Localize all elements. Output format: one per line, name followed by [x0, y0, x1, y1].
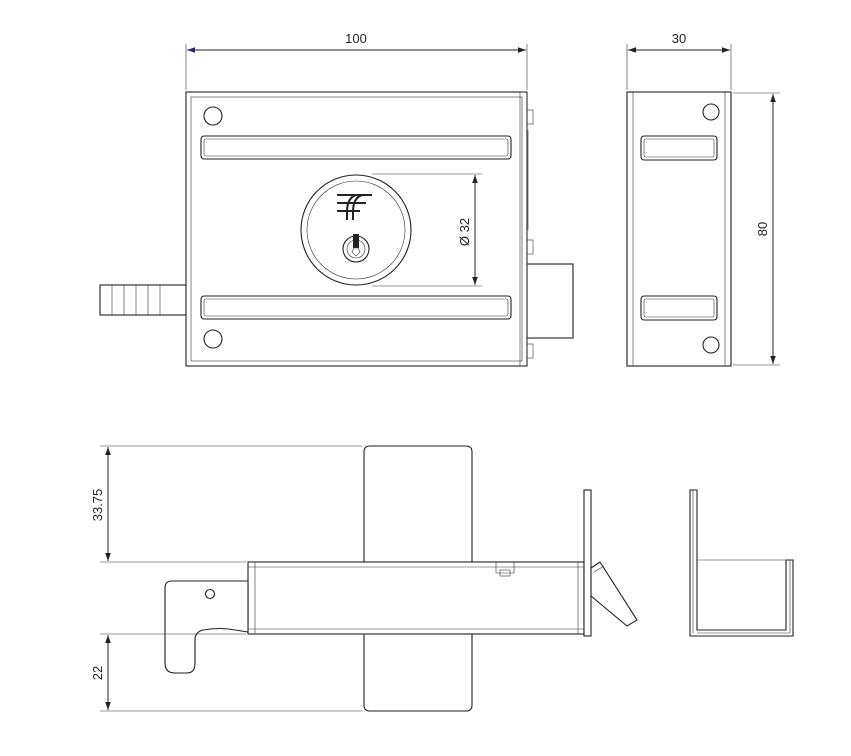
side-height-label: 80	[755, 222, 770, 236]
mounting-plate-edge	[583, 489, 592, 637]
side-screw-hole-bottom	[702, 336, 720, 354]
upper-projection-label: 33.75	[90, 489, 105, 522]
hook-latch	[164, 580, 249, 674]
top-slot	[200, 135, 512, 160]
angled-latch	[590, 561, 638, 627]
keeper-view	[689, 489, 794, 637]
lock-body-section	[247, 561, 585, 635]
side-width-label: 30	[672, 31, 686, 46]
side-slot-bottom	[640, 295, 718, 321]
front-width-dimension: 100	[185, 31, 528, 90]
hook-hole	[204, 588, 216, 600]
brand-logo-icon	[337, 194, 372, 220]
lower-projection-label: 22	[90, 666, 105, 680]
lower-projection-dimension: 22	[90, 633, 362, 712]
screw-hole-top	[203, 106, 223, 126]
side-plate	[626, 91, 732, 367]
side-slot-top	[640, 135, 718, 161]
bolt-stub	[99, 284, 187, 316]
side-view: 30 80	[626, 31, 780, 367]
front-view: 100	[99, 31, 574, 367]
side-height-dimension: 80	[733, 92, 780, 366]
lower-cylinder	[363, 633, 473, 712]
bore-diameter-label: Ø 32	[457, 218, 472, 246]
upper-projection-dimension: 33.75	[90, 445, 362, 563]
bottom-view: 33.75 22	[90, 445, 638, 712]
bottom-slot	[200, 295, 512, 320]
side-flange	[526, 263, 574, 339]
keyhole-icon	[342, 234, 370, 263]
front-width-label: 100	[345, 31, 367, 46]
side-screw-hole-top	[702, 103, 720, 121]
side-width-dimension: 30	[626, 31, 732, 90]
lock-cylinder	[300, 174, 412, 286]
upper-cylinder	[363, 445, 473, 563]
keeper-bracket	[689, 489, 794, 637]
bore-diameter-dimension: Ø 32	[372, 173, 482, 287]
screw-hole-bottom	[203, 329, 223, 349]
